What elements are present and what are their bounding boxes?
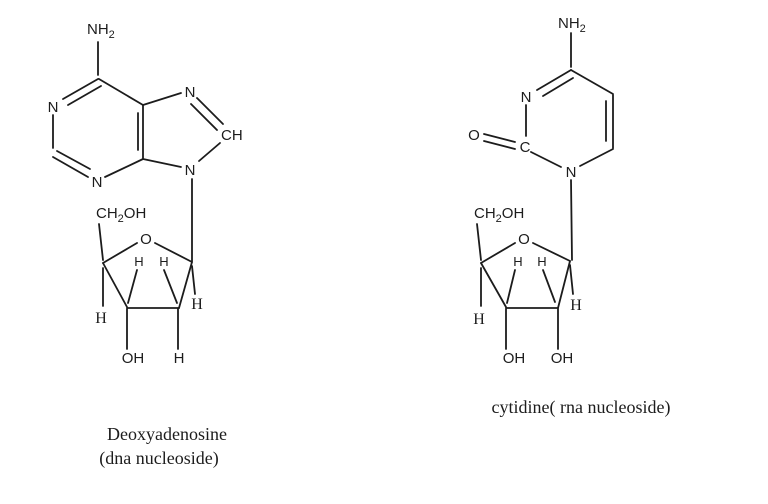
bond-c2p-h-up	[163, 269, 178, 304]
adenine-bonds	[52, 41, 224, 262]
deoxyadenosine-structure: NH2 N N N N CH CH2OH O H H H H OH H Deox…	[48, 21, 243, 469]
bond-c4p-c3p	[102, 262, 128, 308]
bond-c5-n7	[142, 92, 182, 106]
bond-n3-c4	[104, 158, 144, 178]
ch2oh-label: CH2OH	[474, 205, 524, 225]
h-c4-label: H	[95, 310, 107, 327]
atom-label-n1: N	[48, 99, 59, 116]
right-caption: cytidine( rna nucleoside)	[492, 397, 671, 418]
carbonyl-oxygen-label: O	[468, 127, 480, 144]
bond-c4-n3-main	[536, 69, 572, 91]
bond-ringo-c1p	[154, 242, 193, 263]
h-c2-up-label: H	[159, 254, 168, 269]
ribose-bonds	[476, 223, 574, 350]
cytidine-structure: NH2 N C N O CH2OH O H H H H OH OH cytidi…	[468, 15, 670, 418]
amine-label: NH2	[87, 21, 115, 41]
bond-c2p-c1p	[557, 260, 571, 309]
left-caption-line1: Deoxyadenosine	[107, 424, 227, 444]
left-caption-line2: (dna nucleoside)	[99, 448, 218, 469]
h-c2-up-label: H	[537, 254, 546, 269]
bond-n1-c1p	[570, 179, 573, 261]
atom-label-n1: N	[566, 164, 577, 181]
h-c3-up-label: H	[134, 254, 143, 269]
bond-c1p-h	[191, 265, 196, 295]
bond-c1p-h	[569, 264, 574, 295]
h-c4-label: H	[473, 311, 485, 328]
bond-c4-c5	[570, 69, 614, 95]
bond-c2-n3-main	[52, 156, 89, 178]
h-c1-label: H	[570, 297, 582, 314]
ch2oh-label: CH2OH	[96, 205, 146, 225]
h-c2-down-label: H	[174, 350, 185, 367]
ring-oxygen-label: O	[518, 231, 530, 248]
oh-c2-label: OH	[551, 350, 574, 367]
bond-c2-o-b	[483, 140, 516, 150]
oh-c3-label: OH	[503, 350, 526, 367]
bond-c6-n1-main	[62, 78, 99, 100]
bond-n1-c6	[579, 148, 614, 167]
atom-label-n9: N	[185, 162, 196, 179]
bond-c4p-ringo	[480, 242, 516, 264]
bond-c4-n3-inner	[542, 77, 574, 97]
bond-c3p-h-up	[127, 269, 138, 304]
amine-label: NH2	[558, 15, 586, 35]
bond-c4p-ch2oh	[98, 223, 104, 261]
bond-c4p-c3p	[480, 262, 507, 308]
bond-c8-n9	[198, 142, 221, 162]
atom-label-c8h: CH	[221, 127, 243, 144]
atom-label-n3: N	[92, 174, 103, 191]
atom-label-n7: N	[185, 84, 196, 101]
bond-c2p-h-up	[542, 269, 556, 303]
bond-n7-c8-inner	[190, 103, 218, 131]
bond-c3p-h-up	[506, 269, 516, 304]
ring-oxygen-label: O	[140, 231, 152, 248]
h-c3-up-label: H	[513, 254, 522, 269]
bond-c2-o-a	[483, 133, 516, 143]
deoxyribose-bonds	[98, 223, 196, 350]
h-c1-label: H	[191, 296, 203, 313]
bond-n7-c8-main	[196, 97, 224, 125]
bond-c4p-ringo	[102, 242, 138, 264]
oh-c3-label: OH	[122, 350, 145, 367]
atom-label-c2: C	[520, 139, 531, 156]
atom-label-n3: N	[521, 89, 532, 106]
cytosine-bonds	[483, 32, 614, 261]
bond-ringo-c1p	[532, 242, 571, 262]
bond-c5-c6	[98, 78, 144, 106]
bond-c2-n1	[530, 151, 562, 168]
bond-c6-n1-inner	[67, 85, 102, 106]
bond-c2-n3-inner	[56, 150, 91, 170]
bond-n9-c4	[142, 158, 182, 168]
bond-c2p-c1p	[178, 261, 193, 309]
bond-c4p-ch2oh	[476, 223, 482, 261]
